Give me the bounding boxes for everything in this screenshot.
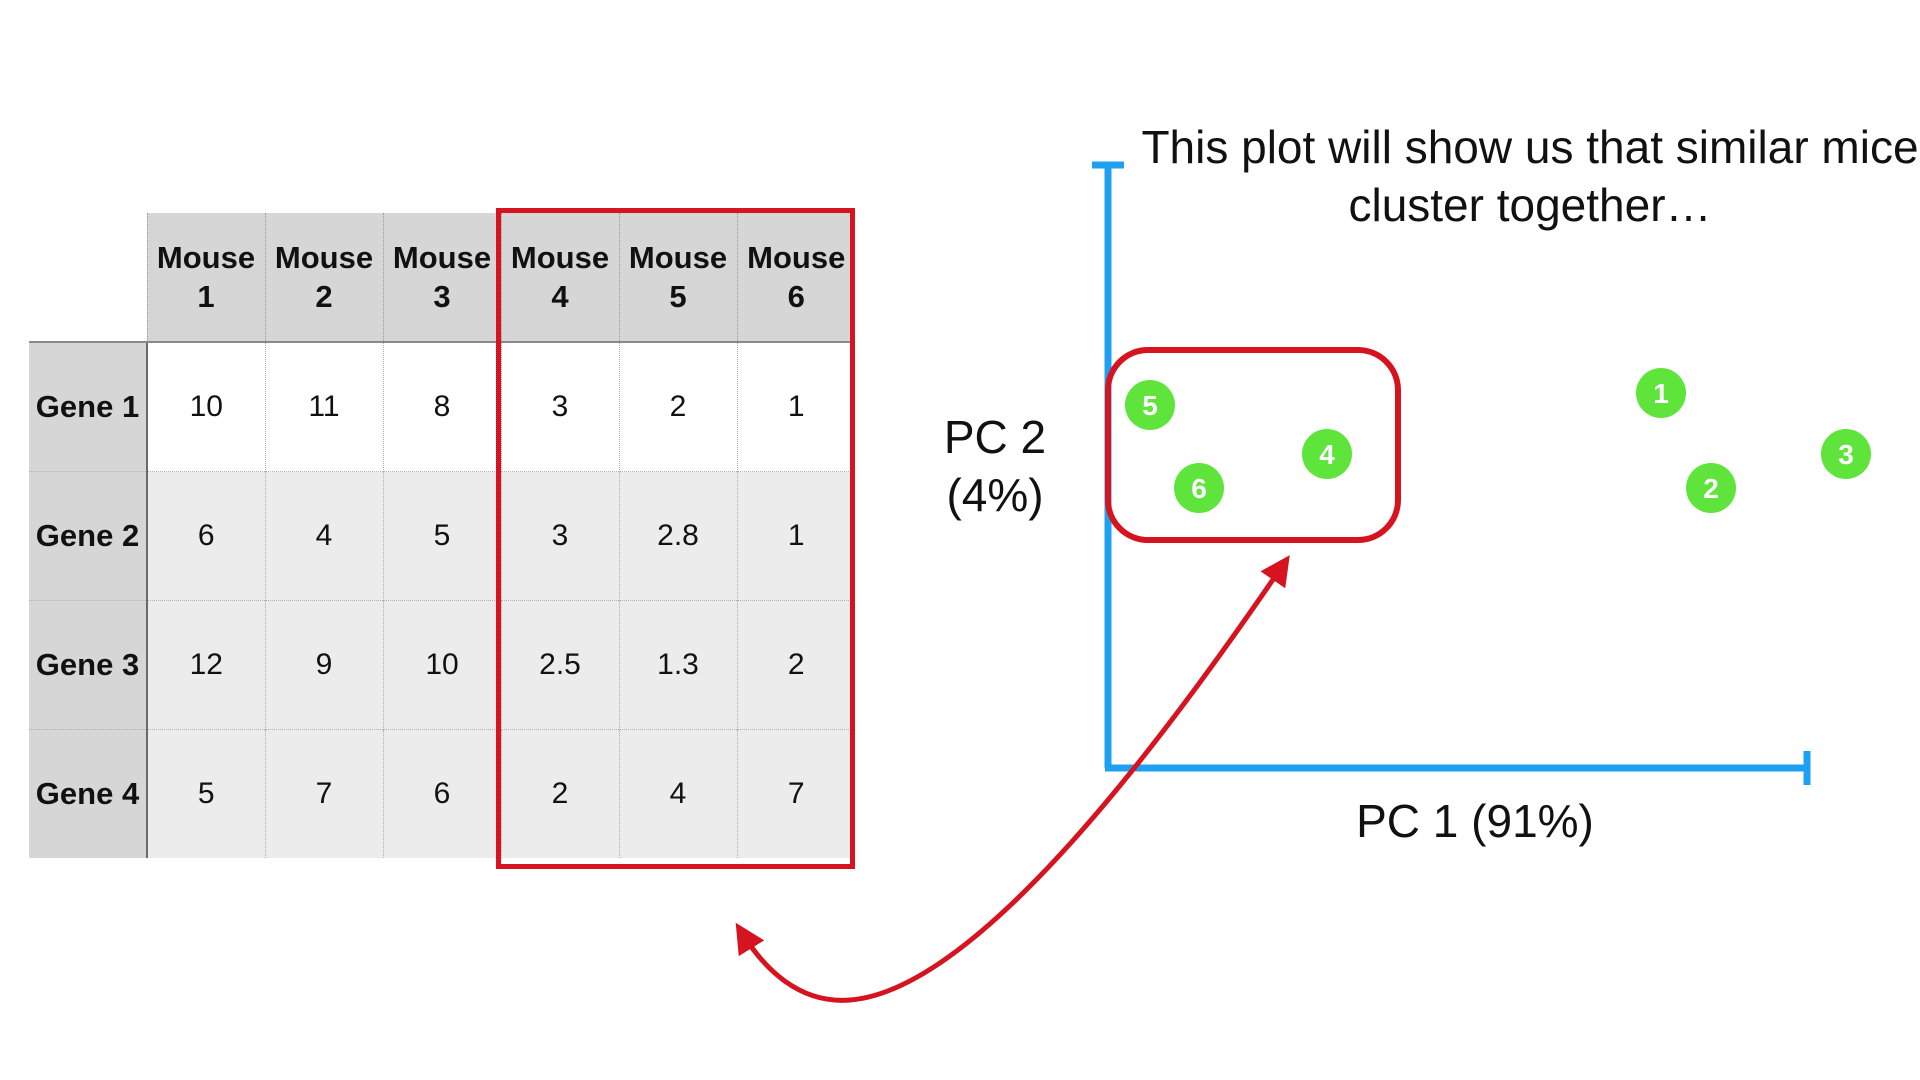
point-marker (1636, 368, 1686, 418)
table-cell: 11 (264, 341, 383, 472)
point-1: 1 (1636, 368, 1686, 418)
table-cell: 8 (382, 341, 501, 472)
y-axis-label: PC 2 (4%) (920, 408, 1070, 524)
table-cell: 10 (146, 341, 265, 472)
table-cell: 1.3 (618, 600, 737, 730)
table-cell: 2.8 (618, 471, 737, 601)
point-label: 2 (1703, 473, 1719, 504)
row-header-gene-3: Gene 3 (29, 600, 147, 730)
row-header-gene-1: Gene 1 (29, 341, 147, 472)
plot-caption: This plot will show us that similar mice… (1140, 118, 1920, 234)
point-marker (1302, 429, 1352, 479)
table-row: Gene 1 10 11 8 3 2 1 (29, 341, 855, 472)
point-label: 5 (1142, 390, 1158, 421)
table-cell: 6 (382, 729, 501, 858)
point-marker (1174, 463, 1224, 513)
y-axis-label-line: (4%) (946, 469, 1044, 521)
point-2: 2 (1686, 463, 1736, 513)
table-cell: 2.5 (500, 600, 619, 730)
table-cell: 7 (264, 729, 383, 858)
point-4: 4 (1302, 429, 1352, 479)
table-corner (29, 213, 147, 342)
table-row: Gene 2 6 4 5 3 2.8 1 (29, 471, 855, 601)
point-marker (1686, 463, 1736, 513)
point-label: 6 (1191, 473, 1207, 504)
table-cell: 3 (500, 341, 619, 472)
table-cell: 5 (146, 729, 265, 858)
y-axis-label-line: PC 2 (943, 411, 1047, 463)
table-cell: 4 (264, 471, 383, 601)
connector-arrow (735, 555, 1290, 1003)
row-header-gene-2: Gene 2 (29, 471, 147, 601)
table-cell: 2 (618, 341, 737, 472)
point-marker (1821, 429, 1871, 479)
table-cell: 5 (382, 471, 501, 601)
point-3: 3 (1821, 429, 1871, 479)
table-cell: 6 (146, 471, 265, 601)
table-cell: 2 (500, 729, 619, 858)
table-cell: 9 (264, 600, 383, 730)
table-cell: 3 (500, 471, 619, 601)
point-6: 6 (1174, 463, 1224, 513)
point-label: 4 (1319, 439, 1335, 470)
point-5: 5 (1125, 380, 1175, 430)
table-cell: 10 (382, 600, 501, 730)
point-label: 1 (1653, 378, 1669, 409)
table-cell: 1 (736, 341, 855, 472)
row-header-gene-4: Gene 4 (29, 729, 147, 858)
point-marker (1125, 380, 1175, 430)
table-cell: 4 (618, 729, 737, 858)
table-cell: 12 (146, 600, 265, 730)
plot-caption-line: This plot will show us that similar (1141, 121, 1809, 173)
plot-caption-line: mice cluster together… (1348, 121, 1919, 231)
x-axis-label: PC 1 (91%) (1356, 795, 1594, 847)
cluster-highlight-box (1105, 347, 1401, 543)
point-label: 3 (1838, 439, 1854, 470)
